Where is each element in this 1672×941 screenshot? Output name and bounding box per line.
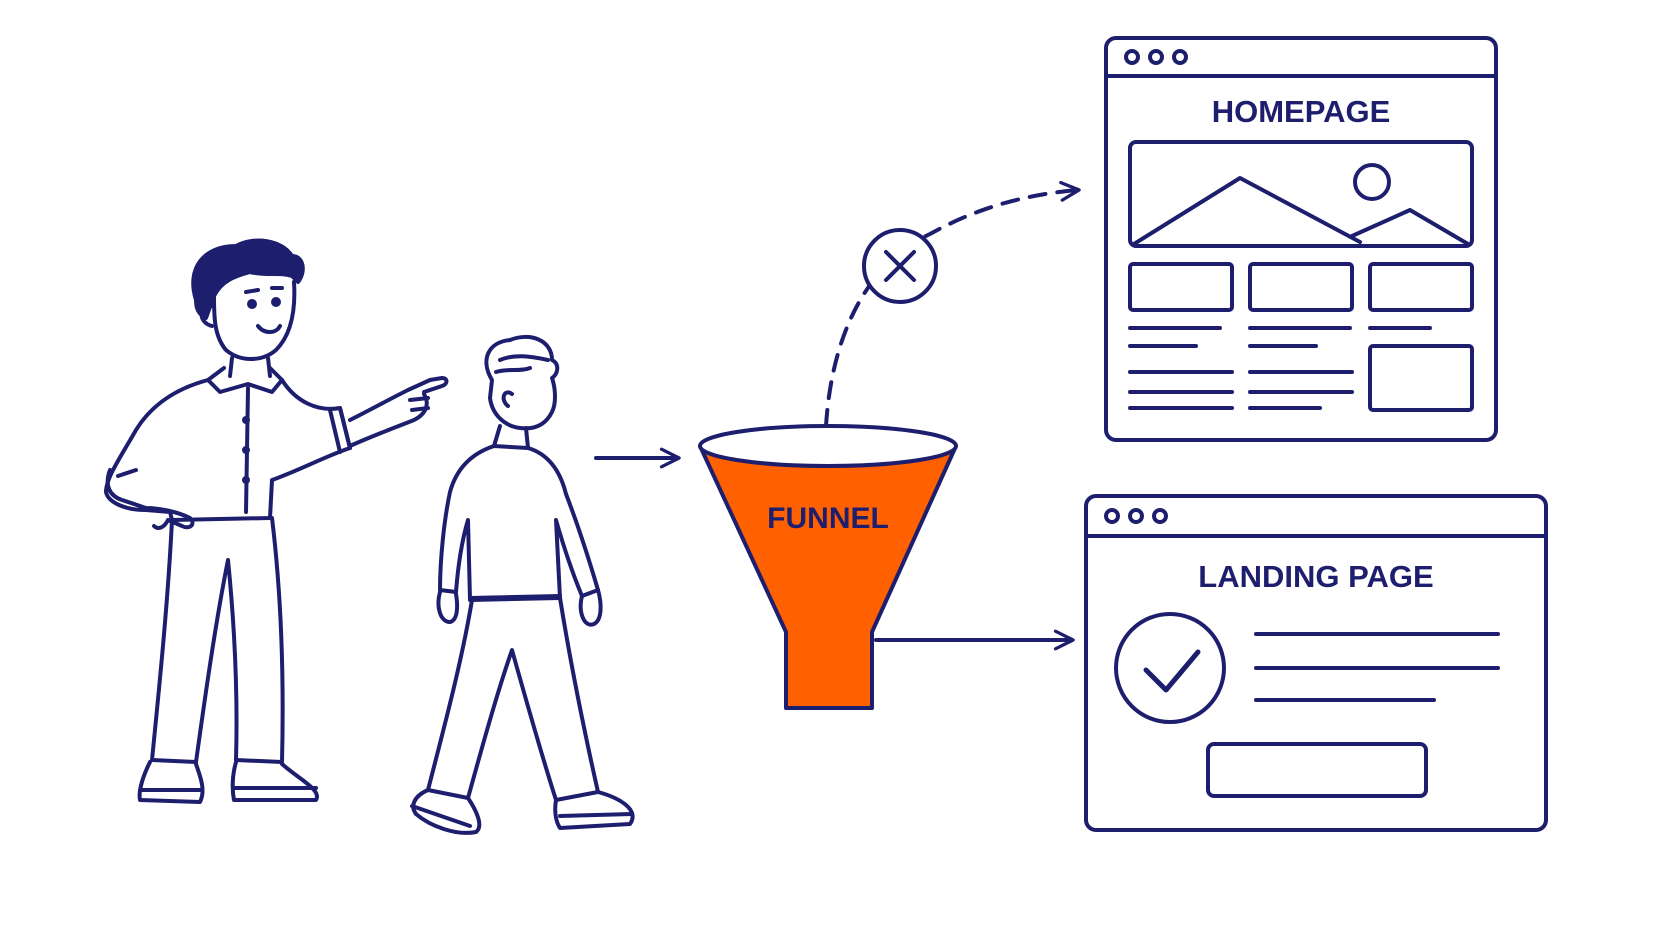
homepage-card bbox=[1248, 262, 1354, 312]
homepage-card bbox=[1368, 262, 1474, 312]
window-dot-icon bbox=[1128, 508, 1144, 524]
walking-visitor-figure bbox=[410, 334, 635, 835]
visitor-head bbox=[484, 334, 560, 431]
window-dot-icon bbox=[1148, 49, 1164, 65]
landing-page-title: LANDING PAGE bbox=[1198, 559, 1433, 594]
pointing-man-figure bbox=[104, 238, 449, 804]
homepage-text-lines bbox=[1128, 326, 1432, 410]
funnel-label: FUNNEL bbox=[767, 502, 889, 535]
window-dot-icon bbox=[1172, 49, 1188, 65]
window-dot-icon bbox=[1152, 508, 1168, 524]
x-circle-icon bbox=[862, 228, 938, 304]
visitor-sweater bbox=[438, 444, 600, 602]
homepage-card bbox=[1128, 262, 1234, 312]
funnel-body bbox=[698, 429, 958, 710]
homepage-window bbox=[1104, 36, 1498, 442]
window-dot-icon bbox=[1104, 508, 1120, 524]
homepage-title: HOMEPAGE bbox=[1212, 94, 1391, 129]
landing-page-window bbox=[1084, 494, 1548, 832]
man-trousers bbox=[150, 516, 285, 764]
man-shoe-left bbox=[137, 760, 205, 804]
man-face bbox=[212, 280, 297, 361]
landing-window-frame bbox=[1084, 494, 1548, 832]
homepage-window-frame bbox=[1104, 36, 1498, 442]
landing-text-lines bbox=[1254, 632, 1500, 702]
homepage-side-box bbox=[1368, 344, 1474, 412]
mountain-image-icon bbox=[1128, 140, 1474, 248]
man-shirt bbox=[104, 378, 352, 522]
funnel-icon bbox=[698, 424, 958, 710]
man-shoe-right bbox=[230, 760, 319, 802]
check-circle-icon bbox=[1114, 612, 1226, 724]
landing-cta-button bbox=[1206, 742, 1428, 798]
funnel-to-homepage-dashed-path bbox=[824, 180, 1081, 428]
visitor-trousers bbox=[426, 596, 600, 802]
funnel-rim bbox=[698, 424, 958, 468]
window-dot-icon bbox=[1124, 49, 1140, 65]
